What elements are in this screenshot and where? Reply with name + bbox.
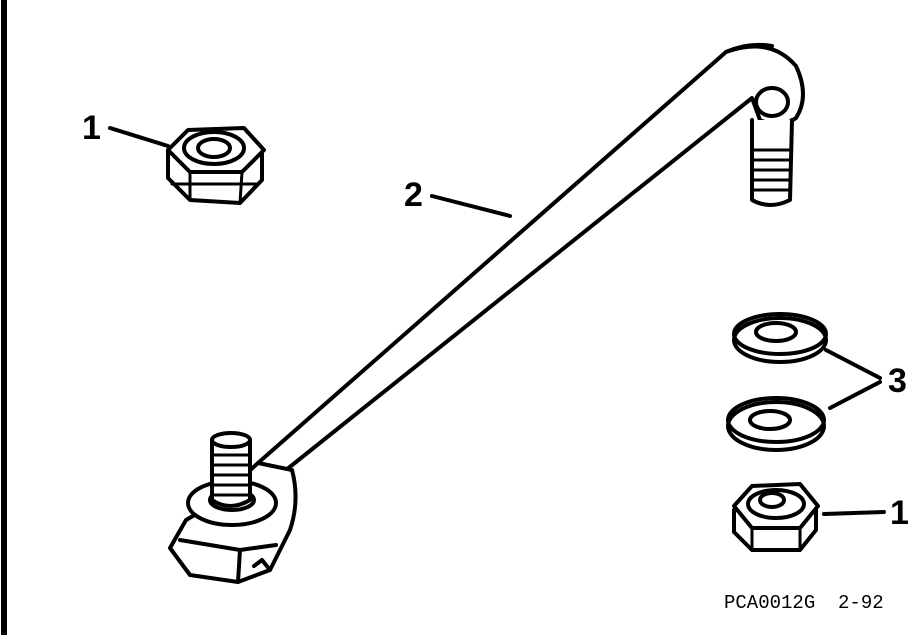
hex-nut-top-left [166, 126, 266, 205]
leader-line-3b [828, 380, 882, 410]
figure-code: PCA0012G 2-92 [724, 592, 884, 614]
leader-line-1-top [108, 126, 170, 148]
link-rod [168, 42, 805, 584]
callout-1-top: 1 [82, 109, 101, 147]
leader-line-3a [824, 348, 882, 380]
hex-nut-bottom-right [732, 482, 820, 552]
callout-2: 2 [404, 176, 423, 214]
callout-1-bottom: 1 [890, 494, 909, 532]
bottom-thread [211, 453, 251, 497]
top-thread [752, 148, 792, 192]
leader-line-2 [430, 194, 512, 218]
washer-upper [732, 312, 828, 364]
leader-line-1-bottom [822, 510, 886, 516]
washer-lower [726, 396, 826, 452]
callout-3: 3 [888, 362, 907, 400]
